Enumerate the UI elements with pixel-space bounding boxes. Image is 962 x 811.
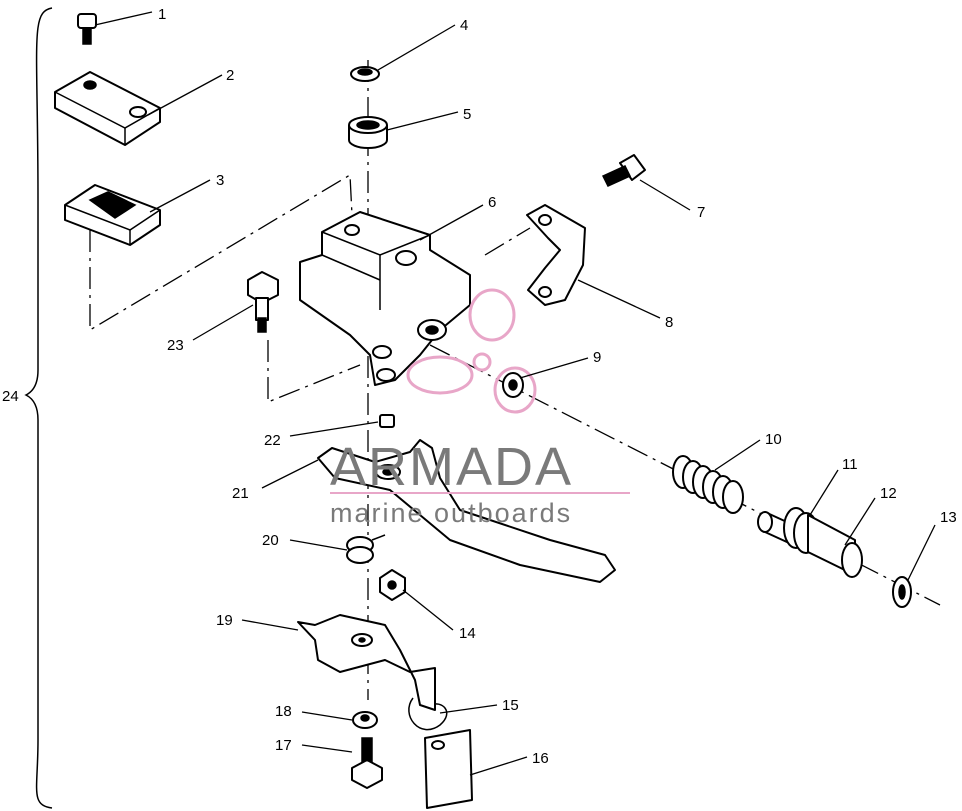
part-bolt-23: [247, 271, 279, 333]
leader-lines: [94, 11, 936, 776]
callout-23: 23: [167, 337, 184, 354]
callout-2: 2: [226, 67, 234, 84]
watermark-logo-icon: [406, 288, 537, 414]
callout-12: 12: [880, 485, 897, 502]
part-bracket-19: [297, 614, 436, 711]
callout-17: 17: [275, 737, 292, 754]
part-washer-9: [502, 372, 524, 398]
part-tag-15-16: [408, 697, 473, 809]
part-cover-2: [54, 71, 161, 146]
callout-20: 20: [262, 532, 279, 549]
callout-21: 21: [232, 485, 249, 502]
callout-9: 9: [593, 349, 601, 366]
callout-3: 3: [216, 172, 224, 189]
callout-19: 19: [216, 612, 233, 629]
part-spring-10: [672, 455, 744, 514]
part-diaphragm-3: [64, 184, 161, 246]
callout-8: 8: [665, 314, 673, 331]
assembly-bracket: [24, 7, 53, 809]
part-piston-11-12: [757, 507, 863, 578]
part-oring-13: [892, 576, 912, 608]
axis-line-cover: [89, 173, 353, 332]
part-spacer-22: [379, 414, 395, 428]
callout-10: 10: [765, 431, 782, 448]
callout-13: 13: [940, 509, 957, 526]
callout-5: 5: [463, 106, 471, 123]
callout-1: 1: [158, 6, 166, 23]
axis-line-clamp: [484, 227, 531, 256]
callout-6: 6: [488, 194, 496, 211]
callout-22: 22: [264, 432, 281, 449]
callout-24: 24: [2, 388, 19, 405]
part-screw-7: [601, 154, 646, 187]
part-master-cylinder-6: [299, 211, 471, 386]
part-spring-20: [346, 534, 386, 564]
part-nut-14: [379, 569, 406, 601]
callout-11: 11: [842, 456, 858, 473]
part-nut-18: [352, 711, 378, 729]
callout-4: 4: [460, 17, 468, 34]
callout-7: 7: [697, 204, 705, 221]
part-lever-21: [317, 439, 616, 583]
part-washer-4: [350, 66, 380, 82]
callout-16: 16: [532, 750, 549, 767]
callout-18: 18: [275, 703, 292, 720]
part-clamp-8: [526, 204, 586, 306]
part-bolt-17: [351, 737, 383, 789]
watermark-tagline: marine outboards: [330, 498, 572, 528]
callout-15: 15: [502, 697, 519, 714]
axis-line-bolt: [267, 340, 361, 403]
part-bushing-5: [348, 116, 388, 149]
watermark-brand: ARMADA: [330, 437, 573, 497]
callout-14: 14: [459, 625, 476, 642]
part-screw-1: [77, 13, 97, 45]
